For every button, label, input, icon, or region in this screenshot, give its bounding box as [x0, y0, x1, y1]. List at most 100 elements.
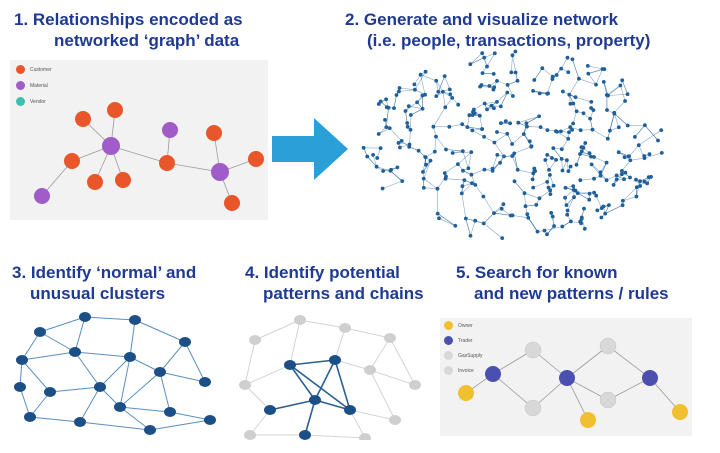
- network-edge: [500, 92, 508, 107]
- cluster-edge: [74, 316, 86, 353]
- chain-node: [339, 323, 351, 333]
- network-edge: [592, 129, 608, 139]
- cluster-edge: [119, 406, 171, 413]
- network-edge: [595, 195, 602, 209]
- network-edge: [409, 129, 411, 145]
- network-node: [548, 173, 552, 177]
- network-node: [384, 125, 389, 129]
- network-node: [638, 184, 642, 188]
- network-edge: [393, 94, 397, 109]
- network-node: [581, 145, 586, 150]
- network-node: [510, 154, 515, 158]
- network-edge: [444, 75, 451, 90]
- node-owner: [580, 412, 596, 428]
- network-node: [513, 70, 518, 75]
- chain-edge-highlight: [334, 359, 351, 411]
- network-node: [420, 106, 425, 111]
- network-node: [435, 211, 440, 216]
- network-node: [515, 167, 520, 172]
- legend-gassupply: GasSupply: [444, 351, 482, 360]
- node-customer: [248, 151, 264, 167]
- network-edge: [473, 103, 485, 110]
- cluster-edge: [39, 316, 86, 333]
- legend-customer: Customer: [16, 65, 52, 74]
- network-node: [572, 195, 576, 200]
- network-node: [571, 184, 576, 189]
- network-node: [508, 213, 513, 218]
- network-node: [659, 151, 664, 155]
- chain-node: [359, 433, 371, 440]
- network-node: [532, 78, 537, 82]
- network-edge: [389, 127, 402, 142]
- network-edge: [433, 107, 446, 127]
- network-node: [579, 221, 583, 226]
- network-node: [623, 99, 627, 103]
- chain-node: [244, 430, 256, 440]
- network-edge: [523, 133, 532, 147]
- network-edge: [423, 187, 438, 189]
- cluster-edge: [29, 416, 81, 423]
- network-edge: [534, 68, 543, 81]
- cluster-edge: [21, 331, 41, 361]
- network-node: [405, 121, 410, 125]
- network-node: [468, 233, 473, 238]
- network-node: [590, 127, 595, 132]
- network-edge: [420, 74, 426, 95]
- cluster-node: [114, 402, 126, 412]
- network-node: [505, 83, 510, 87]
- network-node: [485, 107, 489, 112]
- cluster-edge: [149, 419, 211, 431]
- cluster-edge: [74, 351, 101, 388]
- network-node: [509, 70, 514, 75]
- cluster-node: [179, 337, 191, 347]
- network-node: [453, 223, 458, 228]
- network-edge: [621, 160, 631, 172]
- network-node: [612, 111, 617, 116]
- network-node: [620, 203, 625, 208]
- network-node: [574, 162, 579, 167]
- network-node: [444, 147, 448, 152]
- chain-node-highlight: [344, 405, 356, 415]
- legend-customer-swatch: [16, 65, 25, 74]
- chain-edge: [349, 409, 366, 439]
- legend-vendor-swatch: [16, 97, 25, 106]
- network-node: [498, 104, 503, 109]
- network-edge: [630, 157, 645, 161]
- network-node: [634, 177, 638, 182]
- network-node: [581, 111, 586, 116]
- network-edge: [628, 145, 640, 157]
- network-edge: [572, 111, 577, 124]
- network-edge: [539, 190, 551, 199]
- network-node: [384, 97, 388, 102]
- network-node: [626, 154, 631, 159]
- chain-node: [389, 415, 401, 425]
- network-node: [546, 91, 550, 96]
- chain-edge-highlight: [314, 399, 351, 411]
- network-edge: [438, 75, 445, 92]
- network-node: [376, 102, 381, 106]
- legend-gassupply-swatch: [444, 351, 453, 360]
- chain-edge: [369, 337, 391, 371]
- network-edge: [410, 108, 423, 116]
- network-edge: [484, 101, 497, 104]
- network-node: [482, 134, 486, 139]
- network-node: [492, 140, 497, 145]
- network-node: [480, 71, 485, 75]
- network-edge: [372, 154, 377, 167]
- network-edge: [593, 156, 607, 163]
- network-node: [495, 79, 499, 83]
- node-material: [162, 122, 178, 138]
- network-node: [447, 87, 452, 92]
- cluster-edge: [159, 341, 186, 373]
- network-node: [416, 148, 421, 153]
- cluster-node: [44, 387, 56, 397]
- network-node: [532, 168, 537, 173]
- network-node: [535, 229, 540, 234]
- network-edge: [445, 149, 463, 152]
- network-node: [503, 119, 508, 124]
- network-node: [550, 214, 555, 219]
- network-edge: [548, 159, 557, 171]
- network-node: [499, 206, 504, 211]
- network-edge: [481, 52, 488, 67]
- network-node: [482, 101, 487, 106]
